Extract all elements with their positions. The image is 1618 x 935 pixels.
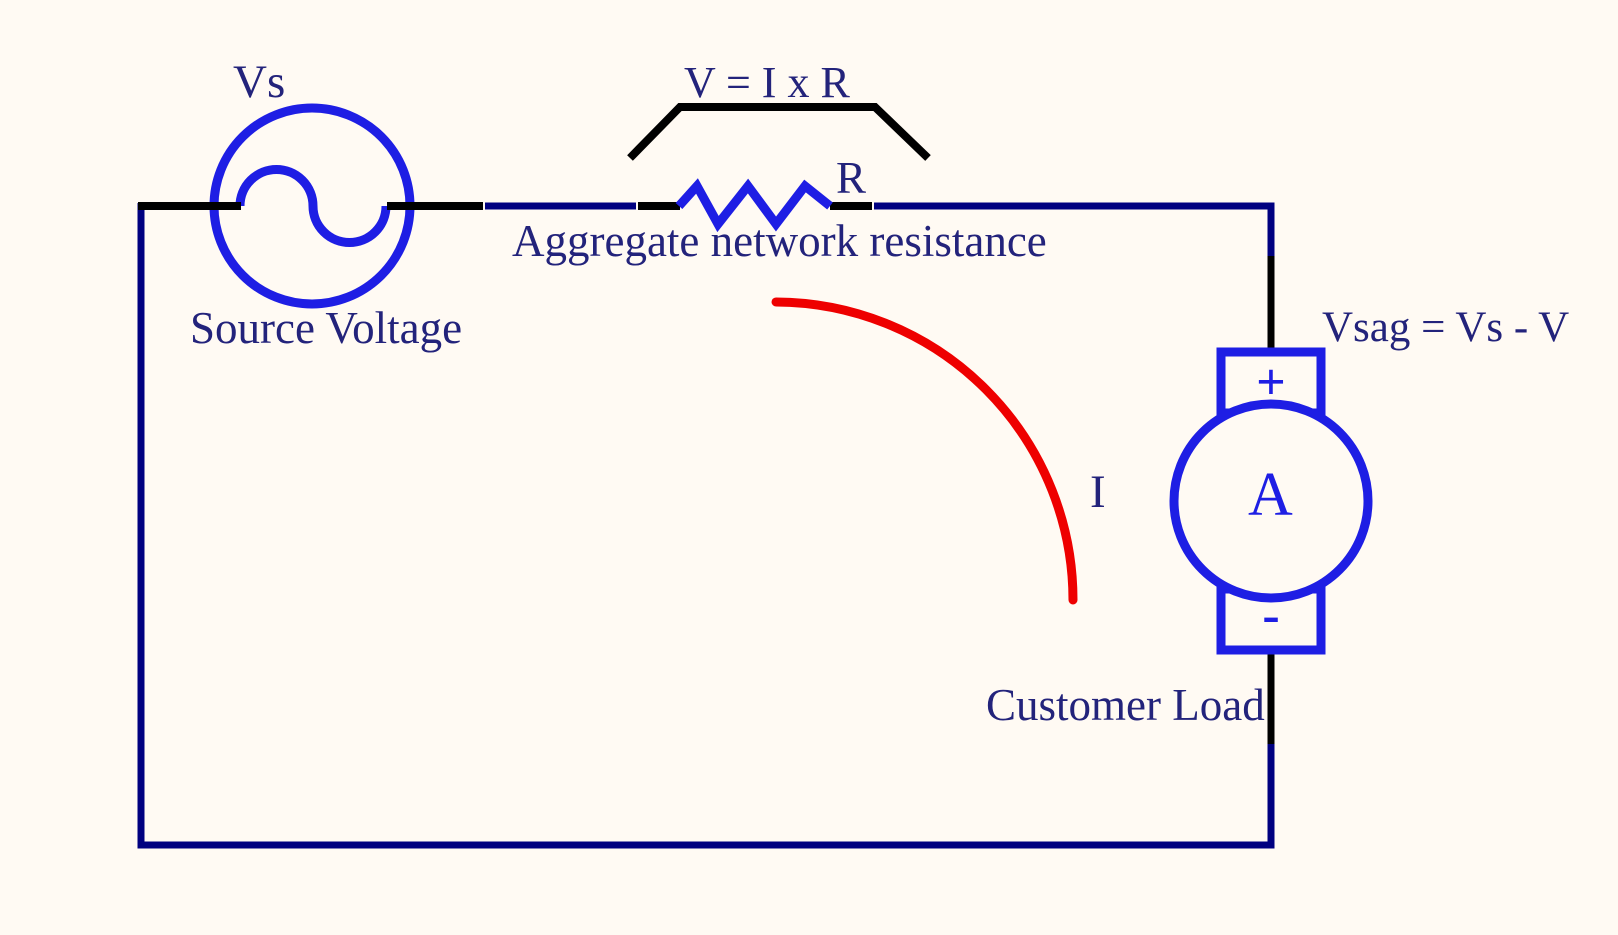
resistor-zigzag-icon — [675, 178, 833, 233]
ac-source-sine-icon — [235, 165, 391, 247]
resistor-formula-label: V = I x R — [684, 58, 850, 107]
current-arc-icon — [771, 297, 1078, 605]
current-symbol-label: I — [1090, 466, 1106, 518]
load-caption-label: Customer Load — [986, 680, 1265, 730]
resistor-symbol-label: R — [836, 153, 867, 203]
wire-left-bottom-navy — [137, 203, 1275, 849]
resistor-caption-label: Aggregate network resistance — [512, 216, 1047, 266]
source-caption-label: Source Voltage — [190, 303, 463, 353]
ammeter-circle-icon — [1169, 399, 1373, 603]
minus-terminal-label: - — [1262, 586, 1280, 644]
ammeter-letter-label: A — [1248, 461, 1293, 529]
source-symbol-label: Vs — [233, 56, 286, 108]
formula-bracket-icon — [627, 103, 931, 161]
plus-terminal-label: + — [1256, 353, 1286, 411]
vsag-formula-label: Vsag = Vs - V — [1322, 304, 1570, 351]
wire-top-right-navy — [874, 202, 1275, 256]
